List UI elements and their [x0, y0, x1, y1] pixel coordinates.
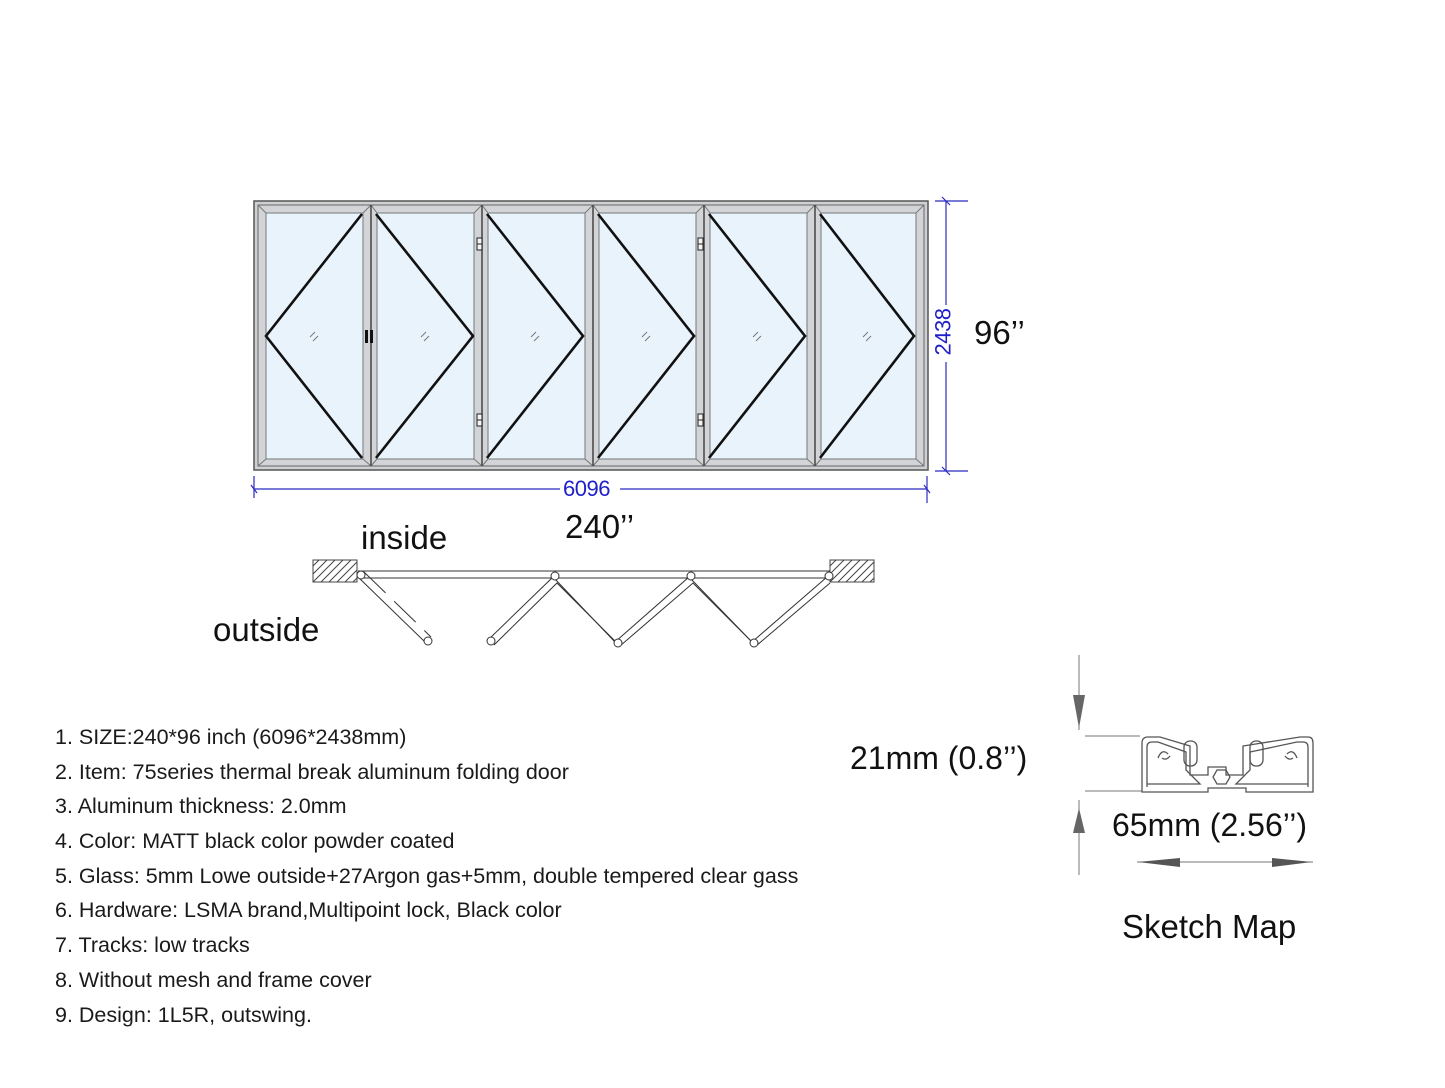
handle-icon: [370, 330, 373, 343]
plan-view: [312, 559, 875, 648]
height-mm-label: 2438: [930, 308, 956, 356]
width-mm-label: 6096: [563, 476, 610, 501]
spec-item: 8. Without mesh and frame cover: [55, 967, 372, 992]
right-wall: [829, 559, 875, 583]
panel-6: [814, 204, 925, 467]
door-elevation: [253, 200, 929, 471]
arrow-up-icon: [1073, 808, 1085, 833]
panel-3: [481, 204, 594, 467]
profile-height-label: 21mm (0.8’’): [850, 740, 1028, 776]
profile-width-label: 65mm (2.56’’): [1112, 807, 1308, 843]
outside-label: outside: [213, 611, 320, 648]
spec-item: 4. Color: MATT black color powder coated: [55, 829, 455, 854]
panel-1: [257, 204, 372, 467]
spec-item: 3. Aluminum thickness: 2.0mm: [55, 794, 347, 819]
arrow-left-icon: [1138, 858, 1180, 867]
sketch-map-title: Sketch Map: [1122, 908, 1297, 945]
arrow-down-icon: [1073, 695, 1085, 728]
left-wall: [312, 559, 358, 583]
spec-item: 5. Glass: 5mm Lowe outside+27Argon gas+5…: [55, 863, 799, 888]
panel-4: [592, 204, 705, 467]
height-dimension: [935, 196, 968, 476]
panel-5: [703, 204, 816, 467]
arrow-right-icon: [1272, 858, 1312, 867]
spec-item: 2. Item: 75series thermal break aluminum…: [55, 759, 569, 784]
handle-icon: [365, 330, 368, 343]
height-inch-label: 96’’: [974, 314, 1025, 351]
spec-item: 7. Tracks: low tracks: [55, 933, 250, 958]
hinge-icon: [476, 237, 704, 427]
width-inch-label: 240’’: [565, 508, 635, 545]
spec-item: 9. Design: 1L5R, outswing.: [55, 1002, 312, 1027]
spec-item: 6. Hardware: LSMA brand,Multipoint lock,…: [55, 898, 562, 923]
profile-sketch: [1073, 655, 1314, 875]
width-dimension: [250, 476, 931, 503]
spec-list: 1. SIZE:240*96 inch (6096*2438mm) 2. Ite…: [55, 722, 798, 1034]
spec-item: 1. SIZE:240*96 inch (6096*2438mm): [55, 725, 407, 749]
inside-label: inside: [361, 519, 448, 556]
panel-2: [370, 204, 483, 467]
